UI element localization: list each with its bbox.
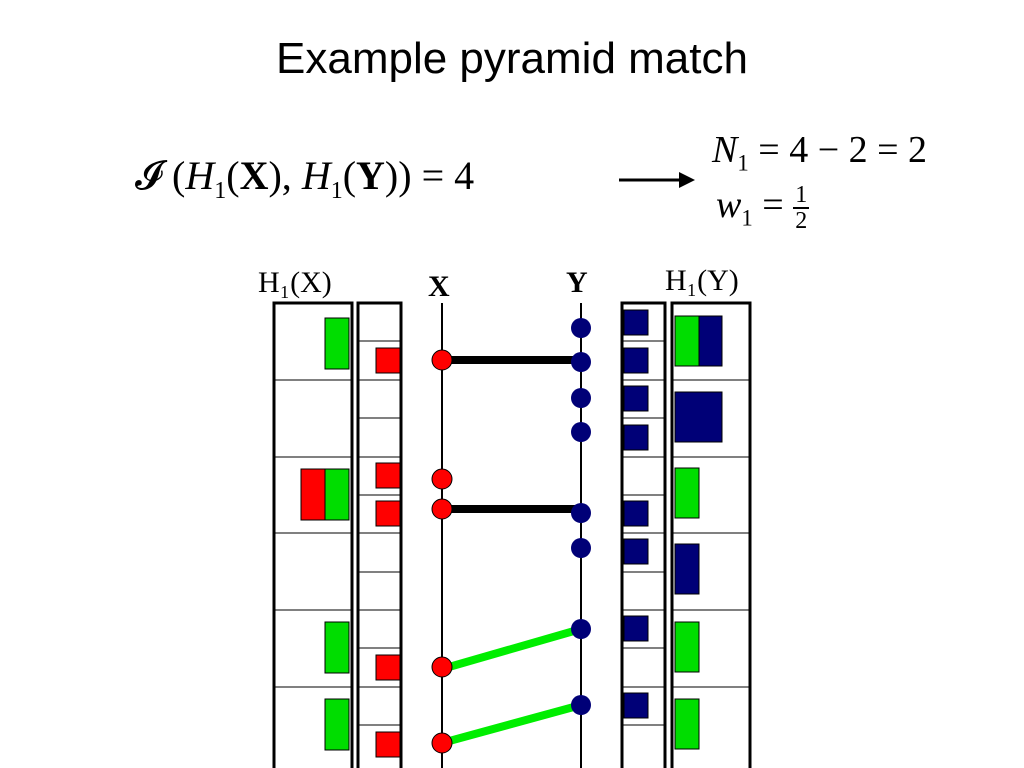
h-symbol: H <box>185 153 215 198</box>
y-point <box>571 352 591 372</box>
hist-y-coarse <box>670 301 752 768</box>
hist-y-fine <box>620 301 667 768</box>
x-var: X <box>239 153 269 198</box>
hist-bar <box>623 615 649 642</box>
hist-bar <box>324 317 350 370</box>
hist-bar <box>375 462 401 489</box>
n-expression: = 4 − 2 = 2 <box>758 129 928 171</box>
x-point <box>431 349 453 371</box>
hist-bar <box>623 692 649 719</box>
y-points <box>571 318 591 715</box>
arrow-icon <box>619 172 695 188</box>
hist-bar <box>375 731 401 758</box>
w-equals: = <box>762 184 784 226</box>
x-axis-label: X <box>428 270 450 303</box>
fraction-denominator: 2 <box>795 208 808 235</box>
y-point <box>571 538 591 558</box>
y-point <box>571 695 591 715</box>
x-point <box>431 498 453 520</box>
hist-x-fine <box>356 301 403 768</box>
hist-bar <box>674 543 700 595</box>
y-point <box>571 619 591 639</box>
hist-bar <box>698 315 723 367</box>
x-points <box>431 349 453 754</box>
slide-title: Example pyramid match <box>276 34 748 83</box>
h-subscript: 1 <box>214 178 227 204</box>
y-point <box>571 503 591 523</box>
n-subscript: 1 <box>737 150 749 176</box>
y-point <box>571 388 591 408</box>
h-symbol-2: H <box>301 153 331 198</box>
w-symbol: w <box>716 184 742 226</box>
y-axis-label: Y <box>566 266 588 299</box>
x-point <box>431 656 453 678</box>
match-line-green <box>440 625 583 673</box>
x-point <box>431 468 453 490</box>
h-subscript-2: 1 <box>330 178 343 204</box>
y-point <box>571 422 591 442</box>
hist-bar <box>623 347 649 374</box>
intersection-equation: 𝓘 (H1(X), H1(Y)) = 4 <box>135 153 475 204</box>
weight-equation: w1 = 1 2 <box>716 182 810 235</box>
hist-x-coarse <box>272 301 354 768</box>
hist-bar <box>324 468 350 521</box>
new-matches-equation: N1 = 4 − 2 = 2 <box>712 128 927 177</box>
hist-bar <box>623 500 649 527</box>
hist-bar <box>623 424 649 451</box>
n-symbol: N <box>712 129 738 171</box>
hist-bar <box>674 467 700 519</box>
hist-bar <box>623 538 649 565</box>
hist-bar <box>674 315 700 367</box>
intersection-symbol: 𝓘 <box>135 153 163 198</box>
hist-bar <box>375 654 401 681</box>
hist-x-label: H₁(X) <box>258 266 332 299</box>
hist-bar <box>300 468 326 521</box>
hist-bar <box>375 500 401 527</box>
hist-bar <box>375 347 401 374</box>
x-point <box>431 732 453 754</box>
hist-bar <box>623 309 649 336</box>
y-var: Y <box>356 153 385 198</box>
hist-y-label: H₁(Y) <box>665 264 739 297</box>
hist-bar <box>324 698 350 751</box>
match-line-green <box>440 701 583 747</box>
hist-bar <box>324 621 350 674</box>
y-point <box>571 318 591 338</box>
intersection-value: = 4 <box>421 153 475 198</box>
hist-bar <box>674 698 700 750</box>
w-subscript: 1 <box>741 205 753 231</box>
weight-fraction: 1 2 <box>793 182 810 235</box>
fraction-numerator: 1 <box>793 182 810 210</box>
hist-bar <box>674 391 723 443</box>
hist-bar <box>674 621 700 673</box>
hist-bar <box>623 385 649 412</box>
